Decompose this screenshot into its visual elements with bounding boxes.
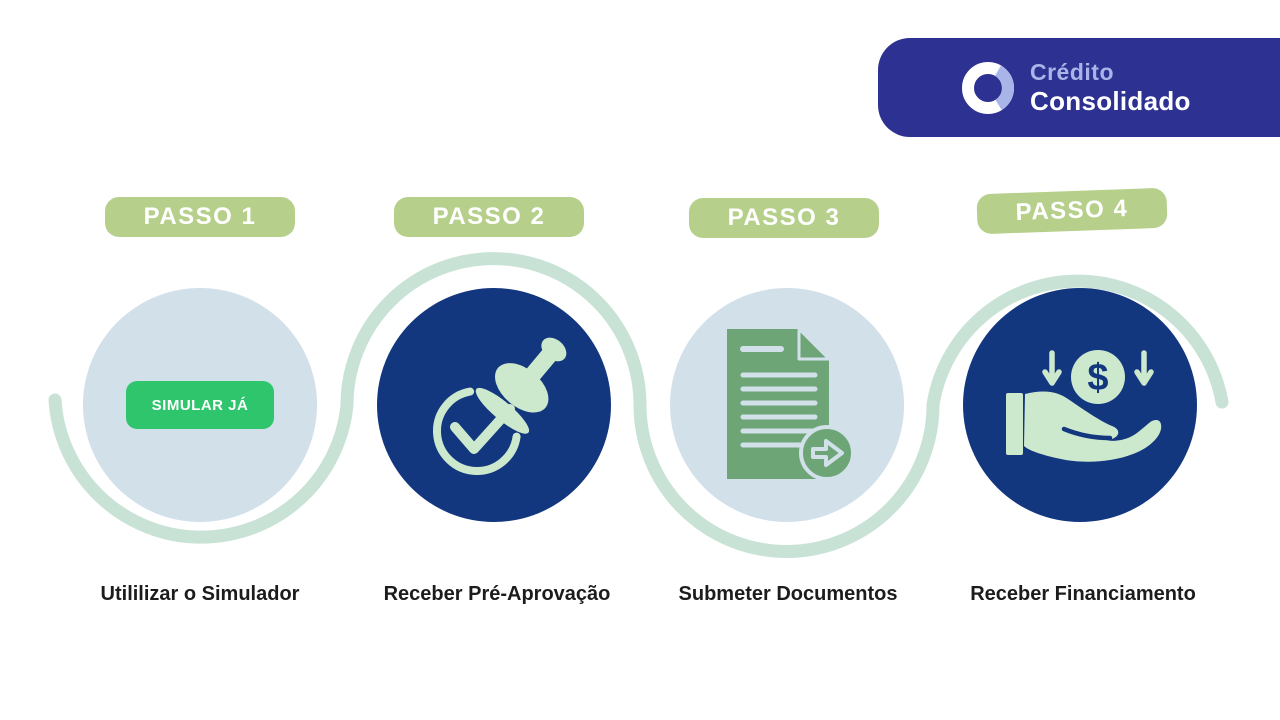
- step4-badge: PASSO 4: [976, 187, 1168, 235]
- ring-logo-icon: [962, 61, 1014, 114]
- dollar-sign: $: [1087, 357, 1108, 399]
- step4-title: Receber Financiamento: [970, 583, 1196, 605]
- stamp-shape: [475, 337, 567, 434]
- step2-circle: [377, 288, 611, 522]
- step3-circle: [670, 288, 904, 522]
- submit-arrow-badge: [799, 425, 855, 481]
- down-arrow-left-icon: [1042, 350, 1062, 386]
- step1-badge: PASSO 1: [105, 197, 295, 237]
- right-arrow-icon: [811, 439, 844, 467]
- step1-circle: SIMULAR JÁ: [83, 288, 317, 522]
- step2-badge: PASSO 2: [394, 197, 584, 237]
- approval-stamp-icon: [433, 337, 567, 475]
- document-submit-icon: [727, 327, 855, 481]
- step3-title: Submeter Documentos: [678, 583, 898, 605]
- simular-ja-button[interactable]: SIMULAR JÁ: [126, 381, 274, 429]
- dollar-coin-icon: [1071, 350, 1125, 404]
- hand-cuff: [1006, 393, 1023, 455]
- thumb-slit: [1061, 426, 1113, 441]
- open-hand: [1024, 391, 1162, 462]
- brand-name-top: Crédito: [1030, 59, 1114, 85]
- step3-badge: PASSO 3: [689, 198, 879, 238]
- down-arrow-right-icon: [1134, 350, 1154, 386]
- brand-name-bottom: Consolidado: [1030, 86, 1191, 116]
- hand-money-icon: $: [1006, 350, 1162, 462]
- step4-circle: $: [963, 288, 1197, 522]
- step2-title: Receber Pré-Aprovação: [383, 583, 611, 605]
- brand-logo-badge: Crédito Consolidado: [878, 38, 1280, 137]
- brand-wordmark: Crédito Consolidado: [1030, 59, 1191, 116]
- step1-title: Utililizar o Simulador: [100, 583, 300, 605]
